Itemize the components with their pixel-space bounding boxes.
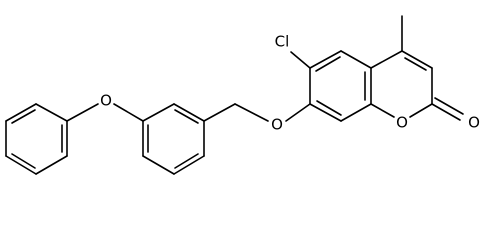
bond <box>370 103 395 118</box>
carbonyl-oxygen-label: O <box>468 114 480 132</box>
chlorine-label: Cl <box>275 33 290 51</box>
double-bond-inner <box>11 153 36 169</box>
double-bond-inner <box>174 109 199 124</box>
bond <box>35 155 68 175</box>
bond <box>409 103 433 118</box>
bond <box>234 103 269 122</box>
bond <box>5 103 37 122</box>
bond <box>142 103 175 122</box>
double-bond-inner <box>11 109 36 124</box>
bond <box>113 103 144 122</box>
bond <box>309 50 342 69</box>
bond <box>203 103 236 122</box>
double-bond-inner <box>174 153 199 169</box>
bond <box>340 103 372 122</box>
bond <box>66 103 99 122</box>
ether-oxygen-left-label: O <box>100 92 112 110</box>
phenyl-ring-left <box>5 103 68 175</box>
double-bond-inner <box>315 56 341 72</box>
bond <box>434 97 464 115</box>
bond <box>340 50 372 69</box>
bond <box>285 103 311 122</box>
bond <box>173 103 205 122</box>
ether-oxygen-mid-label: O <box>271 116 283 134</box>
bond <box>431 103 461 121</box>
chemical-structure: Cl O O O O <box>5 15 480 175</box>
coumarin-benzo-ring <box>309 50 372 122</box>
ring-oxygen-label: O <box>396 114 408 132</box>
pyranone-ring <box>370 50 433 118</box>
bond <box>401 50 433 69</box>
double-bond-inner <box>404 57 427 71</box>
bond <box>290 51 311 69</box>
bond <box>142 155 175 175</box>
bond <box>35 103 68 122</box>
bond <box>309 103 342 122</box>
bond <box>370 50 403 69</box>
benzene-ring-middle <box>142 103 205 175</box>
bond <box>5 155 37 175</box>
double-bond-inner <box>316 100 342 116</box>
bond <box>173 155 205 175</box>
